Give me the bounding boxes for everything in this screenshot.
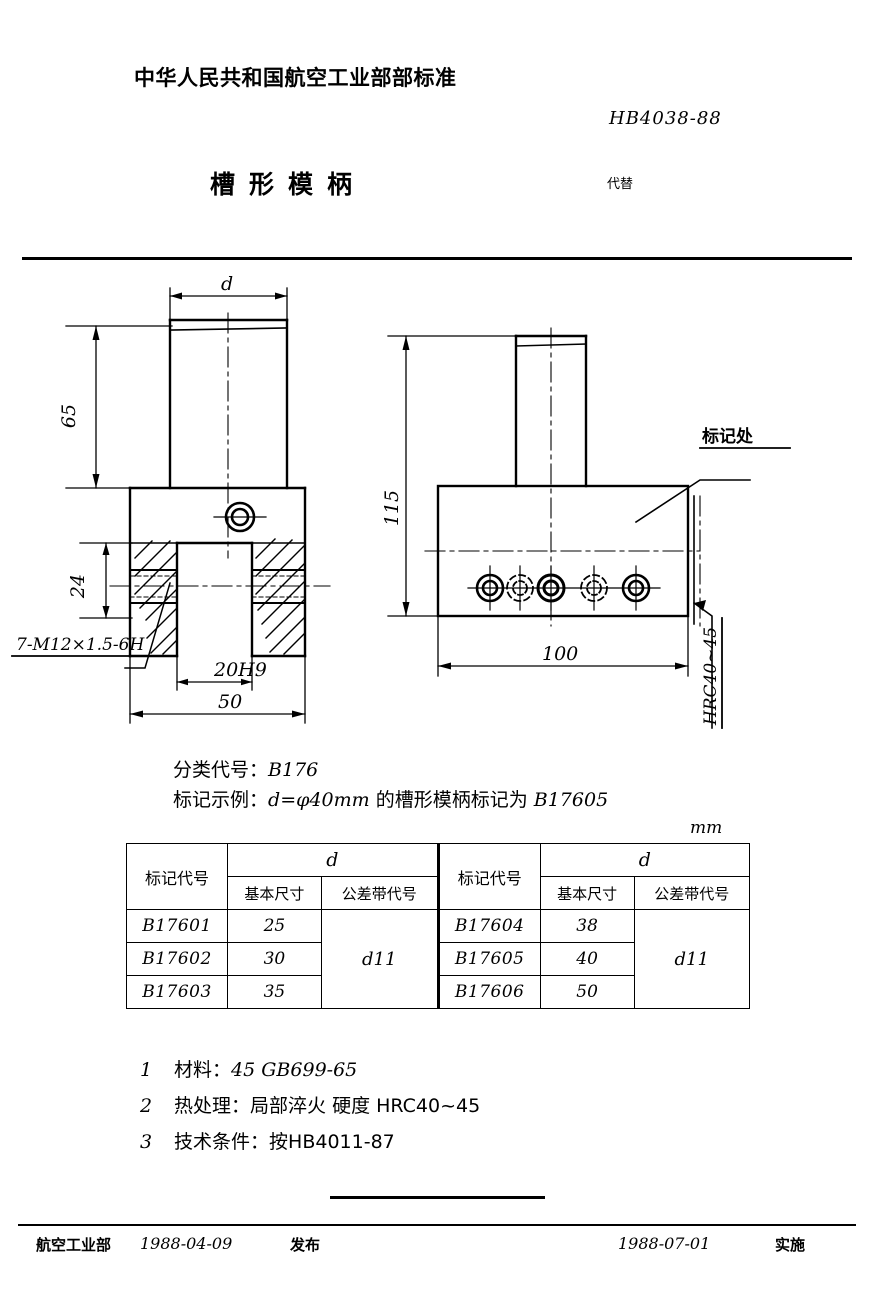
cell-size: 38 — [539, 909, 635, 943]
cell-code: B17602 — [126, 942, 228, 976]
footer-effective-date: 1988-07-01 — [618, 1234, 711, 1253]
cell-code: B17605 — [436, 942, 541, 976]
dim-d-label: d — [221, 273, 233, 295]
cell-tolerance-left: d11 — [320, 909, 439, 1009]
dim-115-label: 115 — [381, 490, 403, 526]
dimension-table: 标记代号 d 标记代号 d 基本尺寸 公差带代号 基本尺寸 公差带代号 B176… — [126, 843, 751, 1009]
footer-center-rule — [330, 1196, 545, 1199]
note-number: 2 — [140, 1095, 153, 1117]
dim-20H9-label: 20H9 — [213, 659, 267, 681]
col-header-code-left: 标记代号 — [126, 843, 228, 910]
standard-organization-title: 中华人民共和国航空工业部部标准 — [134, 66, 457, 90]
standard-code: HB4038-88 — [609, 108, 722, 129]
footer-organization: 航空工业部 — [36, 1236, 112, 1254]
dim-50-label: 50 — [218, 691, 242, 713]
header-divider-rule — [22, 257, 852, 260]
hardness-note-label: HRC40~45 — [701, 627, 721, 726]
col-header-code-right: 标记代号 — [436, 843, 541, 910]
marking-example-dim: d=φ40mm — [268, 789, 370, 811]
footer-effective-label: 实施 — [775, 1236, 806, 1254]
note-label: 热处理 — [174, 1095, 232, 1117]
note-body: 材料：45 GB699-65 — [174, 1059, 358, 1081]
table-row: B17603 35 B17606 50 — [126, 975, 750, 1009]
note-number: 1 — [140, 1059, 153, 1081]
table-header-row-2: 基本尺寸 公差带代号 基本尺寸 公差带代号 — [127, 876, 751, 910]
dim-65-label: 65 — [58, 404, 80, 428]
marking-example-desc: 的槽形模柄标记为 — [375, 789, 528, 811]
col-header-basic-size-left: 基本尺寸 — [227, 876, 322, 910]
footer-divider-rule — [18, 1224, 856, 1226]
cell-size: 40 — [539, 942, 635, 976]
dim-100-label: 100 — [542, 643, 578, 665]
classification-line: 分类代号：B176 — [173, 759, 319, 781]
note-number: 3 — [140, 1131, 153, 1153]
marking-example-line: 标记示例：d=φ40mm 的槽形模柄标记为 B17605 — [173, 789, 609, 811]
note-body: 技术条件：按HB4011-87 — [174, 1131, 395, 1153]
cell-size: 50 — [539, 975, 635, 1009]
col-header-basic-size-right: 基本尺寸 — [539, 876, 635, 910]
dim-24-label: 24 — [67, 574, 89, 599]
col-header-d-right: d — [539, 843, 751, 877]
replaces-label: 代替 — [607, 177, 634, 192]
classification-label: 分类代号 — [173, 759, 250, 781]
thread-note-label: 7-M12×1.5-6H — [16, 635, 145, 655]
technical-notes-list: 1 材料：45 GB699-65 2 热处理：局部淬火 硬度 HRC40~45 … — [140, 1055, 480, 1163]
note-value: 按HB4011-87 — [269, 1131, 395, 1153]
marking-example-label: 标记示例 — [173, 789, 250, 811]
table-unit-label: mm — [690, 818, 723, 838]
note-label: 技术条件 — [174, 1131, 251, 1153]
footer-issue-label: 发布 — [290, 1236, 321, 1254]
col-header-tolerance-right: 公差带代号 — [633, 876, 751, 910]
cell-size: 25 — [227, 909, 322, 943]
note-body: 热处理：局部淬火 硬度 HRC40~45 — [174, 1095, 481, 1117]
technical-drawing: d 65 24 20H9 50 7-M12×1.5-6H 115 100 标记处… — [11, 273, 791, 729]
cell-code: B17603 — [126, 975, 228, 1009]
table-header-row-1: 标记代号 d 标记代号 d — [126, 843, 751, 910]
note-value: 45 GB699-65 — [231, 1059, 358, 1081]
table-row: B17601 25 d11 B17604 38 d11 — [126, 909, 751, 1009]
cell-size: 30 — [227, 942, 322, 976]
cell-tolerance-right: d11 — [633, 909, 751, 1009]
marking-example-code: B17605 — [533, 789, 609, 811]
note-label: 材料 — [174, 1059, 213, 1081]
note-item: 3 技术条件：按HB4011-87 — [140, 1127, 480, 1154]
note-item: 1 材料：45 GB699-65 — [140, 1055, 480, 1082]
col-header-tolerance-left: 公差带代号 — [320, 876, 439, 910]
page-title: 槽形模柄 — [210, 170, 367, 199]
cell-code: B17601 — [126, 909, 228, 943]
mark-location-note: 标记处 — [702, 426, 754, 447]
classification-value: B176 — [268, 759, 319, 781]
note-value: 局部淬火 硬度 HRC40~45 — [250, 1095, 481, 1117]
col-header-d-left: d — [227, 843, 439, 877]
note-item: 2 热处理：局部淬火 硬度 HRC40~45 — [140, 1091, 480, 1118]
footer-issue-date: 1988-04-09 — [140, 1234, 233, 1253]
cell-code: B17604 — [436, 909, 541, 943]
cell-size: 35 — [227, 975, 322, 1009]
cell-code: B17606 — [436, 975, 541, 1009]
